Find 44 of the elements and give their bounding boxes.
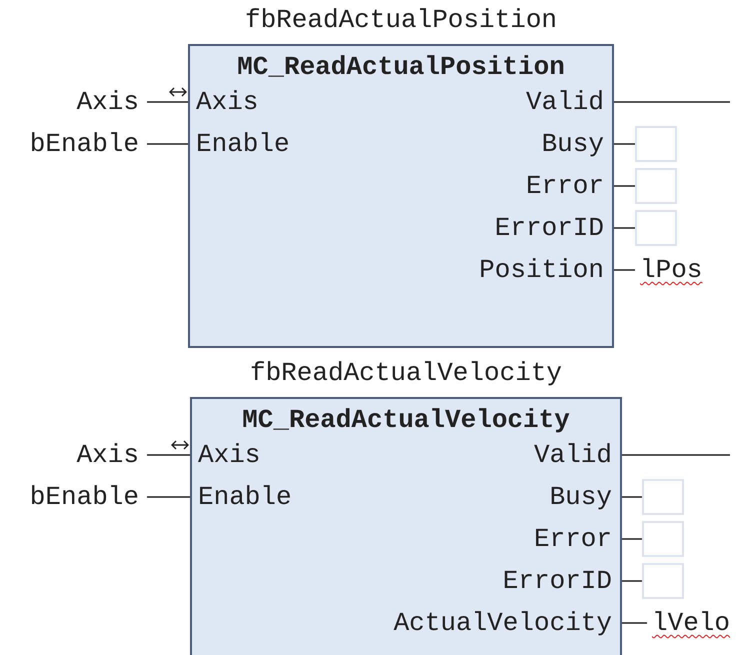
output-pin-label: Valid	[526, 87, 604, 117]
connector-line	[147, 101, 188, 103]
variable-name: Axis	[76, 440, 139, 470]
connector-line	[622, 622, 647, 624]
variable-name: bEnable	[30, 482, 139, 512]
connector-line	[147, 143, 188, 145]
connector-line	[622, 580, 642, 582]
output-pin-label: Busy	[542, 129, 604, 159]
instance-name: fbReadActualPosition	[244, 5, 558, 35]
empty-value-box	[635, 210, 677, 246]
output-pin-label: ErrorID	[494, 213, 604, 243]
variable-name: bEnable	[30, 129, 139, 159]
output-pin-label: Error	[534, 524, 612, 554]
input-pin-label: Enable	[198, 482, 292, 512]
input-pin-label: Axis	[198, 440, 260, 470]
connector-line	[614, 269, 635, 271]
block-type-name: MC_ReadActualPosition	[237, 52, 565, 82]
variable-name: lPos	[640, 255, 702, 285]
empty-value-box	[642, 521, 684, 557]
variable-name: Axis	[76, 87, 139, 117]
connector-line	[622, 454, 730, 456]
connector-line	[614, 185, 635, 187]
connector-line	[147, 454, 190, 456]
empty-value-box	[642, 563, 684, 599]
output-pin-label: ErrorID	[502, 566, 612, 596]
output-pin-label: Error	[526, 171, 604, 201]
empty-value-box	[635, 168, 677, 204]
input-pin-label: Axis	[196, 87, 258, 117]
connector-line	[614, 143, 635, 145]
connector-line	[614, 101, 730, 103]
input-pin-label: Enable	[196, 129, 290, 159]
connector-line	[622, 538, 642, 540]
empty-value-box	[635, 126, 677, 162]
output-pin-label: ActualVelocity	[394, 608, 612, 638]
connector-line	[614, 227, 635, 229]
output-pin-label: Valid	[534, 440, 612, 470]
block-type-name: MC_ReadActualVelocity	[242, 405, 570, 435]
instance-name: fbReadActualVelocity	[250, 358, 562, 388]
output-pin-label: Position	[479, 255, 604, 285]
output-pin-label: Busy	[550, 482, 612, 512]
variable-name: lVelo	[652, 608, 730, 638]
connector-line	[147, 496, 190, 498]
connector-line	[622, 496, 642, 498]
empty-value-box	[642, 479, 684, 515]
